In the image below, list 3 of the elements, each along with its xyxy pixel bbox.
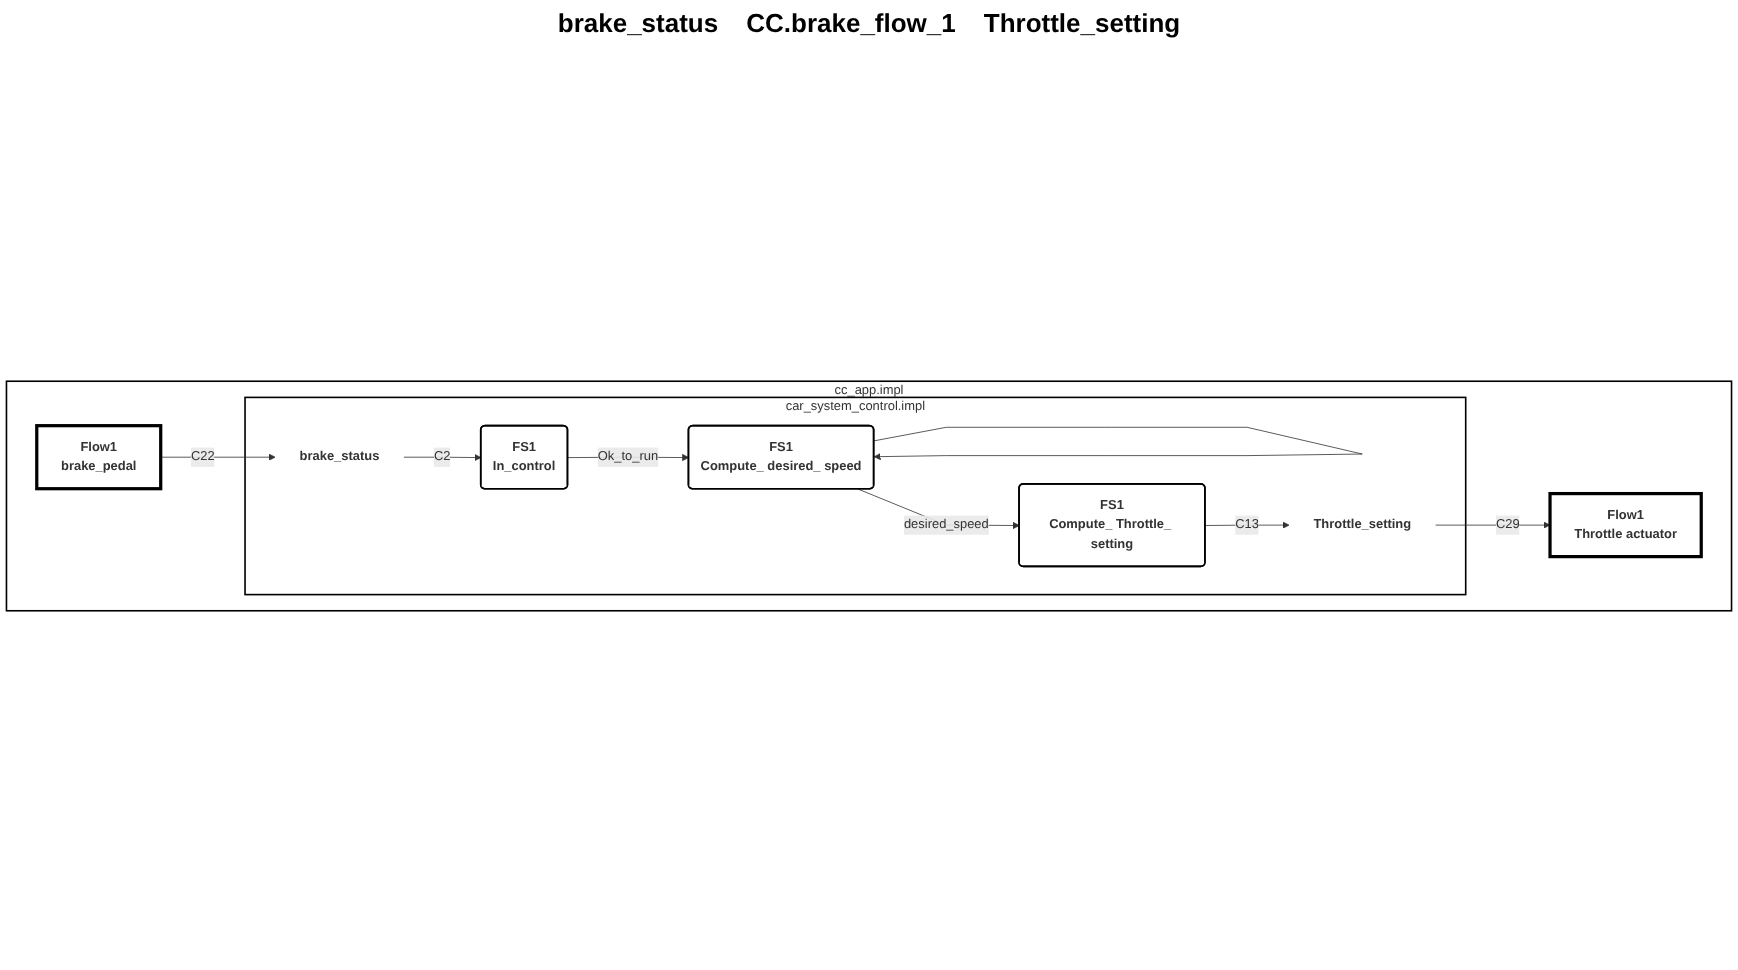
flow-label: Throttle_setting [983, 8, 1181, 38]
flow-label: CC.brake_flow_1 [746, 8, 956, 38]
flow-label: brake_status [557, 8, 719, 38]
